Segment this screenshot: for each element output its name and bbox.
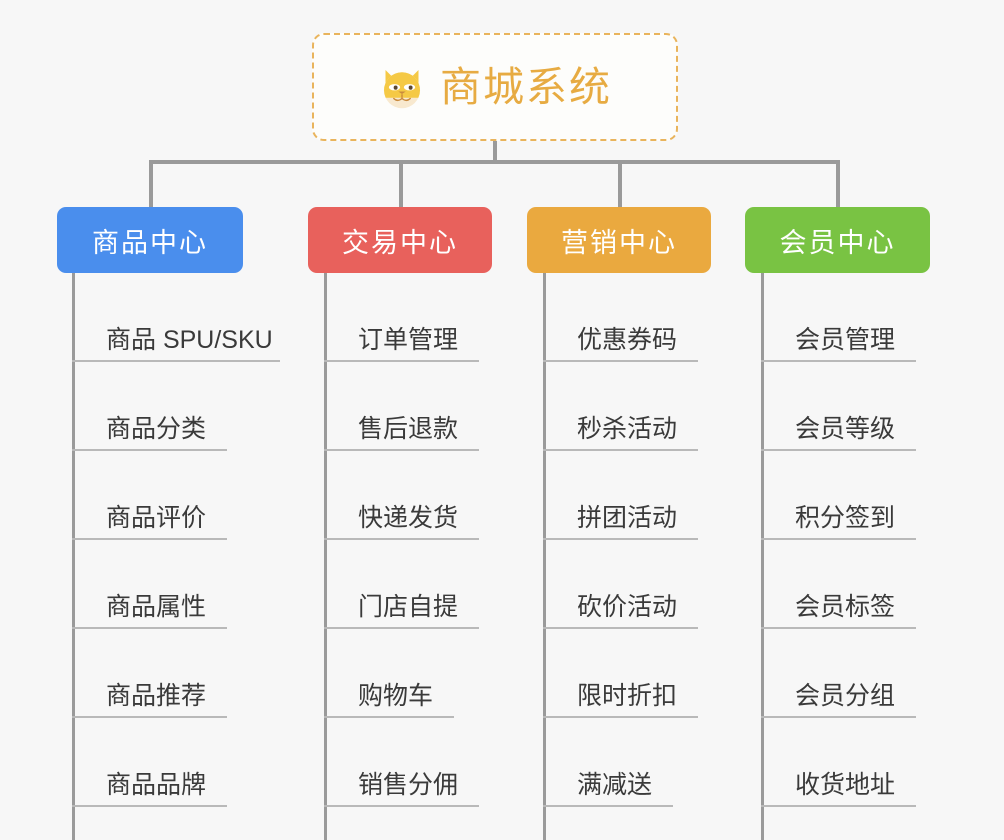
- connector-horizontal-bus: [149, 160, 840, 164]
- leaf-label: 订单管理: [358, 326, 459, 354]
- branch-header-label-4: 会员中心: [779, 227, 896, 258]
- leaf-label: 会员标签: [795, 593, 896, 621]
- leaf-item[interactable]: 收货地址: [761, 718, 916, 807]
- connector-drop-1: [149, 160, 153, 208]
- leaf-item[interactable]: 购物车: [324, 629, 479, 718]
- leaf-item[interactable]: 商品分类: [72, 362, 280, 451]
- leaf-underline: [761, 716, 916, 718]
- leaf-label: 商品 SPU/SKU: [106, 326, 273, 354]
- leaf-list-3: 优惠券码 秒杀活动 拼团活动 砍价活动 限时折扣 满减送: [543, 273, 698, 807]
- leaf-item[interactable]: 商品推荐: [72, 629, 280, 718]
- leaf-label: 会员分组: [795, 682, 896, 710]
- leaf-underline: [324, 449, 479, 451]
- leaf-item[interactable]: 会员分组: [761, 629, 916, 718]
- leaf-underline: [543, 449, 698, 451]
- leaf-underline: [761, 627, 916, 629]
- connector-drop-4: [836, 160, 840, 208]
- connector-drop-2: [399, 160, 403, 208]
- leaf-label: 门店自提: [358, 593, 459, 621]
- leaf-underline: [324, 716, 454, 718]
- leaf-label: 砍价活动: [577, 593, 678, 621]
- leaf-underline: [324, 627, 479, 629]
- leaf-item[interactable]: 会员标签: [761, 540, 916, 629]
- leaf-list-2: 订单管理 售后退款 快递发货 门店自提 购物车 销售分佣: [324, 273, 479, 807]
- leaf-item[interactable]: 限时折扣: [543, 629, 698, 718]
- leaf-label: 会员等级: [795, 415, 896, 443]
- leaf-underline: [761, 360, 916, 362]
- branch-header-3[interactable]: 营销中心: [527, 207, 711, 273]
- leaf-label: 限时折扣: [577, 682, 678, 710]
- leaf-label: 收货地址: [795, 771, 896, 799]
- branch-header-4[interactable]: 会员中心: [745, 207, 930, 273]
- leaf-item[interactable]: 售后退款: [324, 362, 479, 451]
- leaf-label: 满减送: [577, 771, 653, 799]
- leaf-underline: [543, 360, 698, 362]
- leaf-item[interactable]: 商品属性: [72, 540, 280, 629]
- connector-root-stem: [493, 141, 497, 162]
- leaf-underline: [72, 627, 227, 629]
- leaf-label: 商品分类: [106, 415, 207, 443]
- leaf-underline: [324, 360, 479, 362]
- leaf-item[interactable]: 商品品牌: [72, 718, 280, 807]
- root-node[interactable]: 商城系统: [312, 33, 678, 141]
- leaf-item[interactable]: 订单管理: [324, 273, 479, 362]
- leaf-item[interactable]: 积分签到: [761, 451, 916, 540]
- branch-header-label-3: 营销中心: [561, 227, 677, 258]
- branch-trunk-2: [324, 273, 327, 840]
- leaf-item[interactable]: 会员管理: [761, 273, 916, 362]
- leaf-label: 商品评价: [106, 504, 207, 532]
- branch-trunk-4: [761, 273, 764, 840]
- root-title: 商城系统: [440, 63, 612, 110]
- branch-trunk-3: [543, 273, 546, 840]
- leaf-label: 积分签到: [795, 504, 896, 532]
- leaf-label: 销售分佣: [358, 771, 459, 799]
- leaf-item[interactable]: 优惠券码: [543, 273, 698, 362]
- leaf-underline: [761, 805, 916, 807]
- leaf-underline: [543, 627, 698, 629]
- leaf-underline: [72, 538, 227, 540]
- branch-header-label-1: 商品中心: [92, 227, 208, 258]
- leaf-label: 售后退款: [358, 415, 459, 443]
- leaf-underline: [761, 449, 916, 451]
- dog-face-icon: [384, 70, 420, 109]
- leaf-label: 优惠券码: [577, 326, 678, 354]
- leaf-label: 快递发货: [358, 504, 459, 532]
- leaf-label: 会员管理: [795, 326, 896, 354]
- leaf-underline: [543, 538, 698, 540]
- leaf-item[interactable]: 商品评价: [72, 451, 280, 540]
- leaf-item[interactable]: 商品 SPU/SKU: [72, 273, 280, 362]
- leaf-label: 商品属性: [106, 593, 207, 621]
- leaf-label: 商品推荐: [106, 682, 207, 710]
- leaf-item[interactable]: 砍价活动: [543, 540, 698, 629]
- leaf-label: 商品品牌: [106, 771, 207, 799]
- leaf-underline: [761, 538, 916, 540]
- leaf-label: 秒杀活动: [577, 415, 678, 443]
- leaf-label: 购物车: [358, 682, 434, 710]
- leaf-item[interactable]: 拼团活动: [543, 451, 698, 540]
- leaf-underline: [543, 805, 673, 807]
- leaf-underline: [72, 360, 280, 362]
- leaf-item[interactable]: 会员等级: [761, 362, 916, 451]
- leaf-underline: [72, 805, 227, 807]
- leaf-underline: [324, 538, 479, 540]
- branch-header-label-2: 交易中心: [342, 227, 458, 258]
- leaf-item[interactable]: 门店自提: [324, 540, 479, 629]
- branch-header-2[interactable]: 交易中心: [308, 207, 492, 273]
- leaf-underline: [324, 805, 479, 807]
- leaf-label: 拼团活动: [577, 504, 678, 532]
- leaf-underline: [72, 716, 227, 718]
- branch-trunk-1: [72, 273, 75, 840]
- branch-header-1[interactable]: 商品中心: [57, 207, 243, 273]
- leaf-item[interactable]: 秒杀活动: [543, 362, 698, 451]
- leaf-underline: [543, 716, 698, 718]
- leaf-item[interactable]: 快递发货: [324, 451, 479, 540]
- connector-drop-3: [618, 160, 622, 208]
- leaf-list-1: 商品 SPU/SKU 商品分类 商品评价 商品属性 商品推荐 商品品牌: [72, 273, 280, 807]
- leaf-item[interactable]: 满减送: [543, 718, 698, 807]
- leaf-underline: [72, 449, 227, 451]
- leaf-list-4: 会员管理 会员等级 积分签到 会员标签 会员分组 收货地址: [761, 273, 916, 807]
- leaf-item[interactable]: 销售分佣: [324, 718, 479, 807]
